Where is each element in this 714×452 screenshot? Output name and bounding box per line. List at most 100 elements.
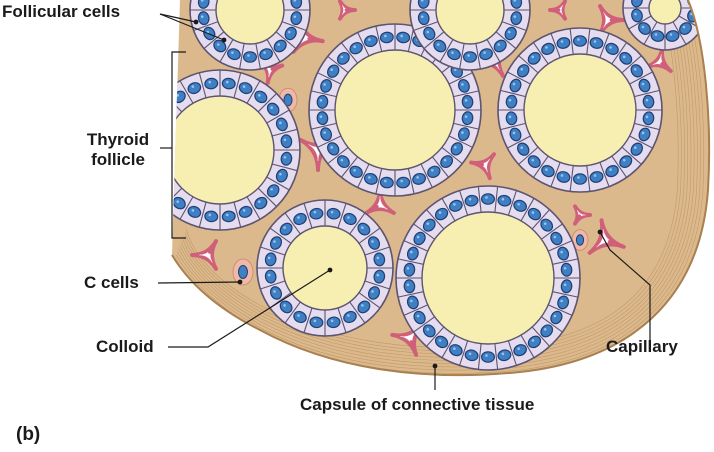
nucleus-highlight bbox=[293, 15, 297, 18]
follicular-cell-nucleus bbox=[540, 324, 554, 338]
nucleus-highlight bbox=[384, 179, 387, 183]
nucleus-highlight bbox=[483, 51, 486, 54]
cell-boundary bbox=[532, 42, 549, 65]
follicular-cell-nucleus bbox=[461, 94, 474, 109]
cell-boundary bbox=[611, 42, 628, 65]
cell-boundary bbox=[246, 80, 261, 104]
follicular-cell-nucleus bbox=[204, 77, 219, 90]
cell-boundary bbox=[453, 122, 479, 130]
follicular-cell-nucleus bbox=[550, 310, 563, 325]
colloid bbox=[334, 49, 456, 171]
nucleus-highlight bbox=[200, 0, 204, 2]
follicular-cell-nucleus bbox=[638, 78, 651, 93]
nucleus-highlight bbox=[545, 168, 548, 171]
cell-boundary bbox=[357, 32, 370, 57]
cell-boundary bbox=[172, 109, 174, 124]
cell-boundary bbox=[541, 223, 563, 240]
nucleus-highlight bbox=[426, 30, 430, 34]
pointer-dot bbox=[327, 267, 333, 273]
follicular-cell-nucleus bbox=[266, 184, 280, 198]
nucleus-highlight bbox=[384, 34, 387, 38]
follicular-cell-nucleus bbox=[447, 48, 461, 61]
nucleus-highlight bbox=[406, 283, 410, 287]
pointer-dot bbox=[221, 37, 227, 43]
follicular-cell-nucleus bbox=[412, 172, 426, 185]
follicular-cell-nucleus bbox=[254, 90, 268, 104]
follicular-cell-nucleus bbox=[279, 222, 293, 236]
cell-boundary bbox=[459, 340, 469, 366]
follicular-cell-nucleus bbox=[373, 269, 386, 284]
nucleus-highlight bbox=[553, 235, 557, 239]
nucleus-highlight bbox=[531, 211, 535, 214]
nucleus-highlight bbox=[155, 122, 158, 125]
pointer-dot bbox=[597, 229, 603, 235]
nucleus-highlight bbox=[531, 158, 535, 162]
nucleus-highlight bbox=[347, 314, 350, 317]
cell-boundary bbox=[407, 168, 415, 194]
nucleus-highlight bbox=[371, 240, 374, 243]
follicular-cell-nucleus bbox=[275, 168, 288, 183]
follicular-cell-nucleus bbox=[364, 172, 378, 185]
nucleus-highlight bbox=[242, 85, 246, 88]
cell-boundary bbox=[284, 212, 301, 235]
cell-boundary bbox=[672, 21, 687, 45]
nucleus-highlight bbox=[531, 339, 535, 342]
nucleus-highlight bbox=[560, 40, 564, 43]
nucleus-highlight bbox=[467, 54, 470, 57]
follicular-cell-nucleus bbox=[326, 207, 341, 220]
cell-boundary bbox=[337, 307, 347, 333]
follicular-cell-nucleus bbox=[367, 236, 381, 250]
follicular-cell-nucleus bbox=[357, 300, 371, 314]
follicular-cell-nucleus bbox=[572, 173, 587, 185]
follicular-cell-nucleus bbox=[327, 64, 340, 78]
cell-boundary bbox=[317, 72, 342, 85]
nucleus-highlight bbox=[609, 168, 612, 171]
cell-boundary bbox=[518, 55, 539, 74]
cell-boundary bbox=[413, 21, 439, 32]
cell-boundary bbox=[548, 304, 573, 316]
nucleus-highlight bbox=[464, 99, 468, 102]
nucleus-highlight bbox=[323, 83, 326, 86]
follicular-cell-nucleus bbox=[589, 37, 604, 49]
nucleus-highlight bbox=[563, 266, 567, 270]
cell-boundary bbox=[520, 198, 535, 222]
endothelial-nucleus bbox=[344, 7, 353, 13]
follicular-cell-nucleus bbox=[679, 22, 692, 35]
nucleus-highlight bbox=[453, 347, 456, 350]
follicular-cell-nucleus bbox=[631, 0, 643, 8]
cell-boundary bbox=[358, 227, 381, 244]
nucleus-highlight bbox=[645, 115, 649, 119]
cell-boundary bbox=[477, 186, 482, 213]
nucleus-highlight bbox=[517, 203, 520, 206]
nucleus-highlight bbox=[353, 169, 356, 172]
nucleus-highlight bbox=[438, 339, 442, 342]
cell-boundary bbox=[507, 71, 531, 85]
capsule-outline bbox=[171, 0, 711, 377]
cell-boundary bbox=[621, 146, 642, 165]
follicular-cell-nucleus bbox=[480, 351, 495, 363]
cell-boundary bbox=[403, 304, 428, 316]
nucleus-highlight bbox=[273, 290, 276, 293]
follicular-cell-nucleus bbox=[406, 246, 419, 261]
panel-label: (b) bbox=[16, 424, 41, 445]
follicular-cell-nucleus bbox=[197, 11, 210, 26]
nucleus-highlight bbox=[420, 15, 424, 18]
label-colloid: Colloid bbox=[96, 337, 154, 356]
cell-boundary bbox=[179, 80, 194, 104]
follicular-cell-nucleus bbox=[427, 165, 441, 178]
cell-boundary bbox=[541, 316, 563, 333]
nucleus-highlight bbox=[633, 146, 637, 149]
cell-boundary bbox=[198, 202, 207, 228]
follicular-cell-nucleus bbox=[631, 8, 643, 23]
nucleus-highlight bbox=[512, 82, 516, 86]
cell-boundary bbox=[397, 291, 424, 298]
nucleus-highlight bbox=[270, 106, 273, 110]
nucleus-highlight bbox=[155, 173, 158, 176]
follicular-cell-nucleus bbox=[172, 196, 186, 210]
nucleus-highlight bbox=[283, 304, 286, 307]
nucleus-highlight bbox=[279, 172, 282, 176]
follicular-cell-nucleus bbox=[449, 344, 463, 357]
follicular-cell-nucleus bbox=[187, 205, 202, 218]
cell-boundary bbox=[272, 128, 298, 137]
cell-boundary bbox=[550, 162, 561, 187]
